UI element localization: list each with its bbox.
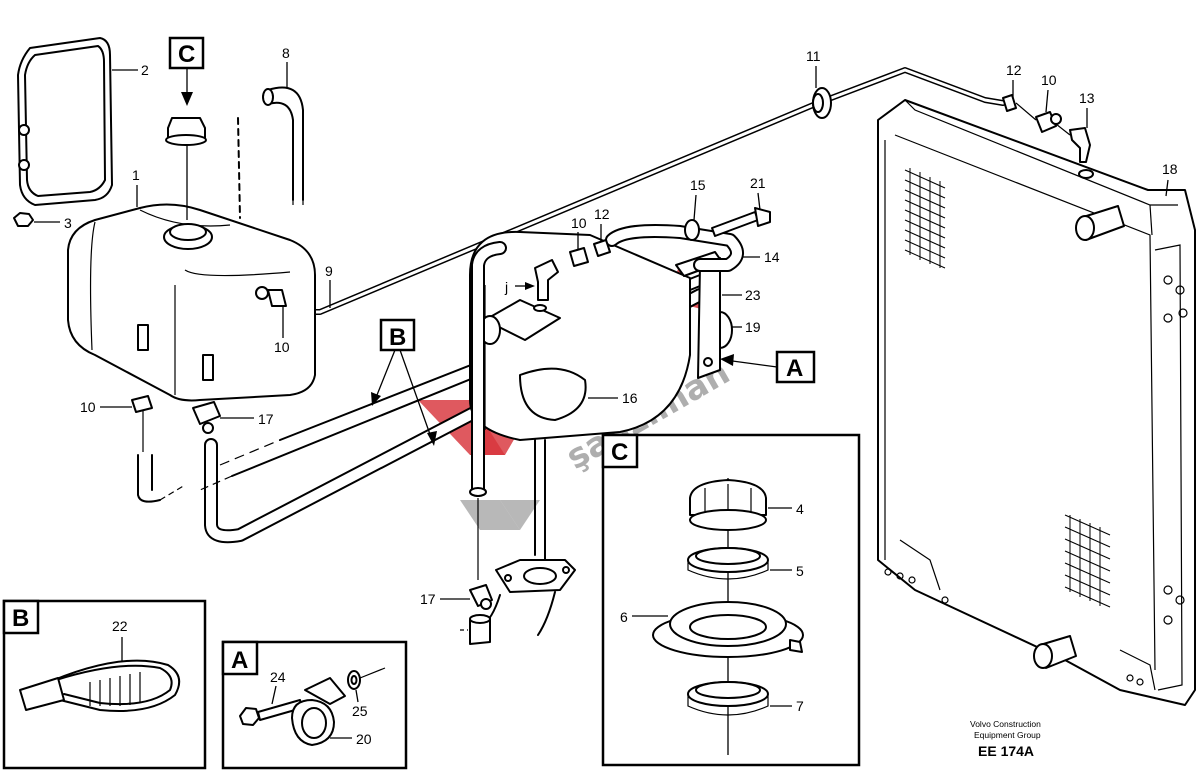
footer-company-line1: Volvo Construction: [970, 719, 1041, 729]
callout-b-main: B: [371, 318, 437, 446]
bolt-21: [711, 207, 771, 237]
label-14: 14: [764, 249, 780, 265]
label-9: 9: [325, 263, 333, 279]
detail-c-neck-6: [652, 601, 804, 658]
footer: Volvo Construction Equipment Group EE 17…: [970, 719, 1041, 759]
label-1: 1: [132, 167, 140, 183]
detail-c-label: C: [611, 439, 628, 466]
radiator-upper-inlet: [1075, 205, 1125, 241]
thermostat-housing: [469, 230, 733, 441]
detail-b-label: B: [12, 605, 29, 632]
label-3: 3: [64, 215, 72, 231]
label-12-pump: 12: [594, 206, 610, 222]
radiator-lower-outlet: [1033, 635, 1077, 669]
label-2: 2: [141, 62, 149, 78]
detail-b: B 22: [2, 599, 207, 770]
label-10-left: 10: [80, 399, 96, 415]
hose-8: [237, 86, 304, 219]
detail-b-label-22: 22: [112, 618, 128, 634]
detail-c-label-6: 6: [620, 609, 628, 625]
label-19: 19: [745, 319, 761, 335]
detail-c-seal-7: [687, 681, 769, 716]
label-j: j: [504, 279, 508, 295]
label-17-upper: 17: [258, 411, 274, 427]
radiator-fittings: [1002, 94, 1094, 179]
detail-a-label-20: 20: [356, 731, 372, 747]
detail-a-label-25: 25: [352, 703, 368, 719]
label-10-top: 10: [1041, 72, 1057, 88]
label-12-top: 12: [1006, 62, 1022, 78]
detail-c-label-7: 7: [796, 698, 804, 714]
detail-c-seal-5: [687, 547, 769, 580]
detail-b-cable-tie-22: [19, 659, 181, 712]
grommet-11: [812, 87, 832, 119]
label-10-pump: 10: [571, 215, 587, 231]
detail-c-label-5: 5: [796, 563, 804, 579]
label-10-tank: 10: [274, 339, 290, 355]
footer-code: EE 174A: [978, 743, 1034, 759]
tank-cap: [165, 117, 207, 220]
callout-c-main: C: [168, 36, 205, 106]
detail-a-label-24: 24: [270, 669, 286, 685]
label-8: 8: [282, 45, 290, 61]
hose-14: [605, 219, 744, 272]
callout-a-main: A: [720, 350, 816, 384]
detail-c-cap-4: [689, 479, 767, 531]
label-18: 18: [1162, 161, 1178, 177]
detail-a-label: A: [231, 647, 248, 674]
detail-c-label-4: 4: [796, 501, 804, 517]
detail-a-washer-25: [347, 667, 386, 690]
label-21: 21: [750, 175, 766, 191]
callout-c-text: C: [178, 41, 195, 68]
expansion-tank: [67, 203, 316, 402]
tank-drain-hoses: [131, 288, 707, 544]
label-13: 13: [1079, 90, 1095, 106]
radiator-core-grid-top: [904, 168, 946, 269]
pump-fittings: [533, 239, 611, 312]
radiator: [877, 99, 1196, 706]
label-23: 23: [745, 287, 761, 303]
clamp-17-lower: [460, 498, 493, 645]
flange-plate: [481, 559, 576, 636]
nut-3: [13, 212, 34, 227]
callout-b-text: B: [389, 324, 406, 351]
radiator-bolt-holes: [884, 275, 1188, 686]
label-11: 11: [806, 48, 821, 64]
detail-a: A 24 25 20: [221, 640, 408, 770]
detail-a-clamp-20: [291, 677, 346, 746]
detail-c: C 4 5 6 7: [601, 433, 861, 767]
footer-company-line2: Equipment Group: [974, 730, 1041, 740]
label-15: 15: [690, 177, 706, 193]
radiator-core-grid-bottom: [1064, 514, 1111, 608]
part-labels: 2 1 3 8 9 10 10 17 11 12 10 13 18 15 21 …: [34, 45, 1178, 607]
bracket-2: [17, 37, 113, 206]
hose-16: [469, 241, 546, 561]
label-16: 16: [622, 390, 638, 406]
pipe-9: [297, 67, 1006, 315]
label-17-lower: 17: [420, 591, 436, 607]
callout-a-text: A: [786, 355, 803, 382]
